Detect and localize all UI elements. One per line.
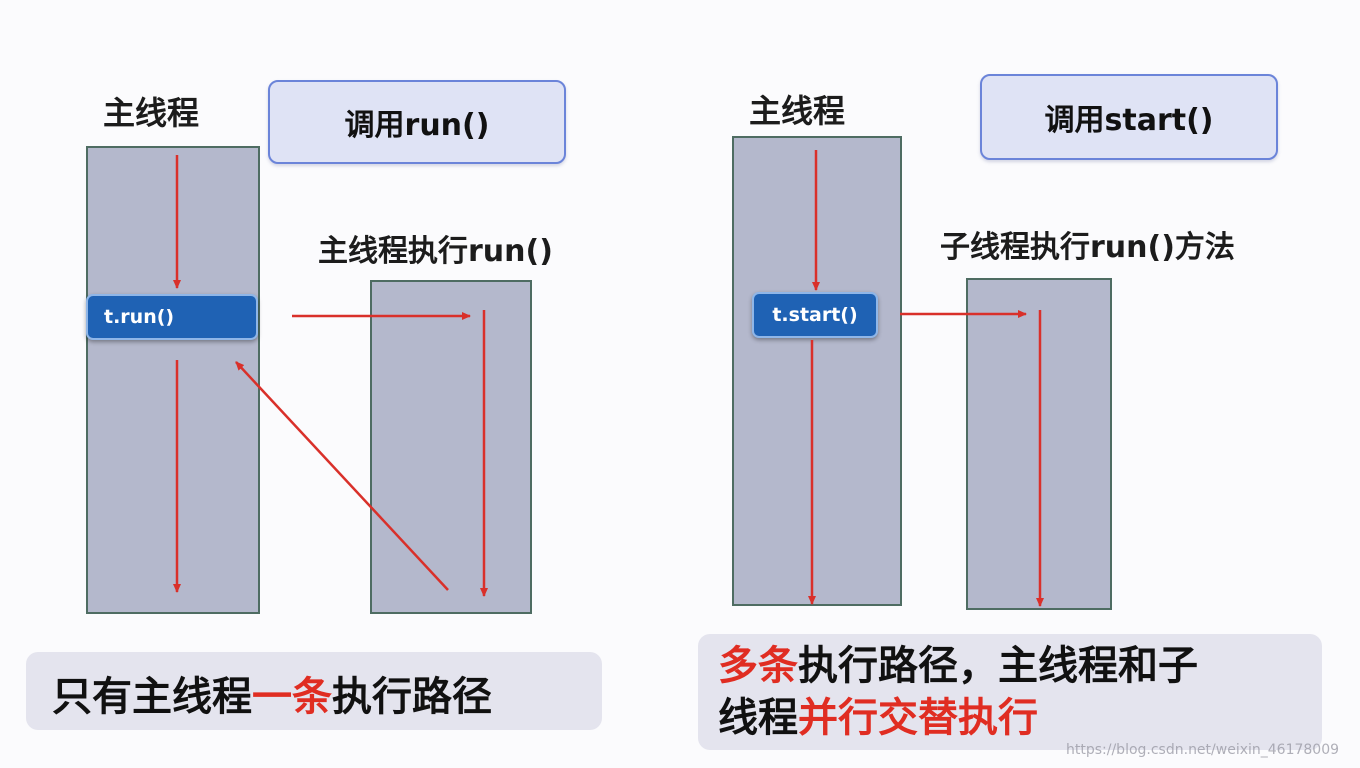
left-summary-part2: 执行路径 (332, 674, 492, 720)
right-summary-line2: 线程并行交替执行 (718, 692, 1322, 744)
right-main-thread-title: 主线程 (749, 92, 846, 130)
right-summary-line1: 多条执行路径，主线程和子 (718, 640, 1322, 692)
left-method-call-t-run: t.run() (86, 294, 258, 340)
right-call-start-callout: 调用start() (980, 74, 1278, 160)
left-main-thread-title: 主线程 (103, 94, 200, 132)
left-method-call-text: t.run() (104, 306, 175, 328)
left-call-run-text: 调用run() (344, 108, 490, 143)
left-side-label: 主线程执行run() (318, 234, 553, 269)
left-run-column (370, 280, 532, 614)
right-method-call-t-start: t.start() (752, 292, 878, 338)
left-summary-part1: 只有主线程 (52, 674, 252, 720)
left-return-arrow (235, 361, 449, 591)
left-summary-box: 只有主线程一条执行路径 (26, 652, 602, 730)
right-side-label: 子线程执行run()方法 (940, 230, 1235, 265)
right-summary-box: 多条执行路径，主线程和子 线程并行交替执行 (698, 634, 1322, 750)
right-call-start-text: 调用start() (1044, 103, 1214, 138)
left-call-run-callout: 调用run() (268, 80, 566, 164)
right-summary-highlight2: 并行交替执行 (798, 695, 1038, 741)
right-summary-highlight1: 多条 (718, 643, 798, 689)
right-method-call-text: t.start() (772, 304, 858, 326)
watermark: https://blog.csdn.net/weixin_46178009 (1066, 742, 1340, 758)
left-summary-highlight: 一条 (252, 674, 332, 720)
right-summary-text2: 线程 (718, 695, 798, 741)
left-main-thread-column (86, 146, 260, 614)
right-summary-text1: 执行路径，主线程和子 (798, 643, 1198, 689)
